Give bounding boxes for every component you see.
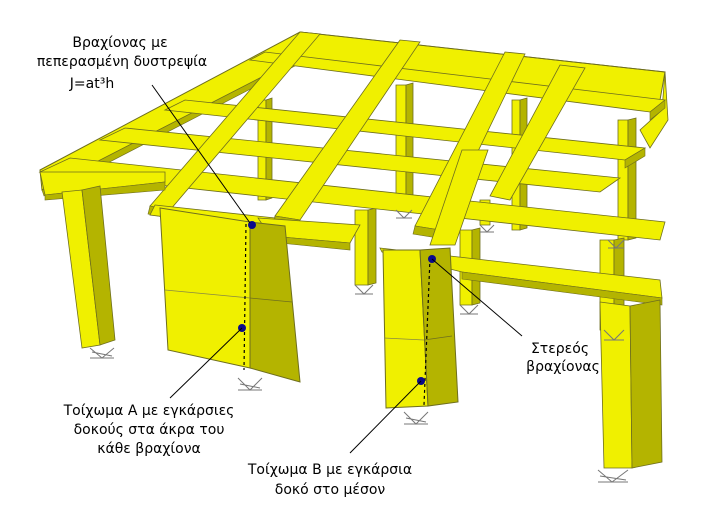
svg-text:κάθε βραχίονα: κάθε βραχίονα	[97, 441, 201, 457]
svg-text:Βραχίονας με: Βραχίονας με	[72, 35, 167, 51]
svg-text:Στερεός: Στερεός	[531, 341, 589, 357]
wall-a	[159, 207, 301, 383]
label-rigid-arm: Στερεός βραχίονας	[526, 341, 600, 375]
svg-text:πεπερασμένη δυστρεψία: πεπερασμένη δυστρεψία	[37, 54, 207, 70]
svg-text:βραχίονας: βραχίονας	[526, 359, 600, 375]
svg-text:Τοίχωμα Α με εγκάρσιες: Τοίχωμα Α με εγκάρσιες	[63, 403, 235, 419]
svg-text:J=at³h: J=at³h	[69, 76, 114, 92]
svg-text:δοκό στο μέσον: δοκό στο μέσον	[275, 482, 386, 498]
roof-grid	[38, 31, 669, 246]
column-right-front	[599, 299, 663, 469]
svg-text:δοκούς στα άκρα του: δοκούς στα άκρα του	[74, 422, 225, 438]
label-wall-b: Τοίχωμα Β με εγκάρσια δοκό στο μέσον	[247, 462, 412, 498]
supports	[89, 209, 629, 483]
leader-lines	[151, 84, 523, 454]
column-left-front	[61, 185, 116, 349]
wall-b	[382, 247, 459, 409]
label-torsion-arm: Βραχίονας με πεπερασμένη δυστρεψία J=at³…	[37, 35, 207, 92]
svg-text:Τοίχωμα Β με εγκάρσια: Τοίχωμα Β με εγκάρσια	[247, 462, 412, 478]
label-wall-a: Τοίχωμα Α με εγκάρσιες δοκούς στα άκρα τ…	[63, 403, 235, 457]
